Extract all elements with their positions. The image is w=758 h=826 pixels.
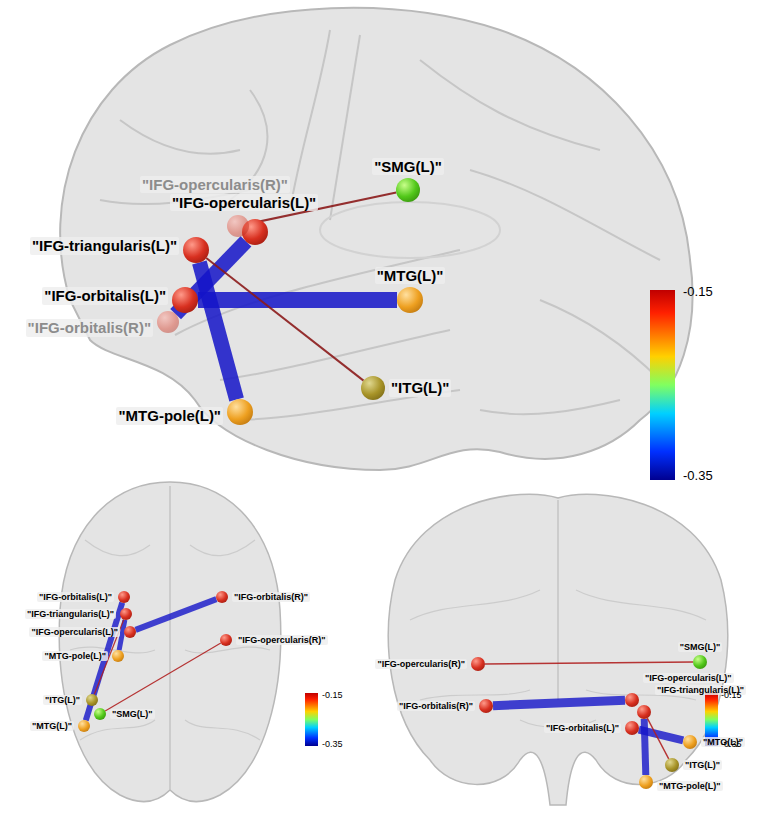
region-sphere: "IFG-opercularis(L)" [625,693,639,707]
connectivity-edge [206,258,363,381]
region-label: "IFG-opercularis(R)" [236,635,328,645]
region-sphere: "MTG(L)" [78,720,90,732]
coronal-brain [388,494,727,805]
colorbar [650,290,675,480]
colorbar-tick: -0.15 [683,285,713,300]
region-sphere: "IFG-triangularis(L)" [120,608,132,620]
region-label: "IFG-opercularis(L)" [643,673,734,683]
colorbar [305,693,318,746]
region-label: "IFG-orbitalis(R)" [26,319,153,336]
region-label: "IFG-triangularis(L)" [25,609,116,619]
connectivity-edge [105,643,221,711]
region-sphere: "ITG(L)" [665,758,679,772]
connectivity-edge [485,662,693,664]
region-sphere: "SMG(L)" [693,655,707,669]
region-sphere: "MTG-pole(L)" [227,399,253,425]
colorbar-tick: -0.15 [721,690,742,700]
colorbar-tick: -0.35 [683,469,713,484]
region-sphere: "IFG-orbitalis(R)" [216,591,228,603]
region-label: "IFG-orbitalis(L)" [544,723,621,733]
region-sphere: "SMG(L)" [396,178,420,202]
region-sphere: "IFG-opercularis(R)" [471,657,485,671]
region-sphere: "IFG-triangularis(L)" [637,705,651,719]
region-sphere: "MTG(L)" [397,287,423,313]
connectivity-edge [647,718,668,759]
region-label: "IFG-opercularis(R)" [140,176,290,193]
colorbar-tick: -0.35 [721,739,742,749]
region-sphere: "MTG-pole(L)" [112,650,124,662]
connectivity-edge [199,263,236,400]
region-label: "IFG-orbitalis(R)" [232,592,310,602]
region-sphere: "IFG-orbitalis(R)" [479,699,493,713]
region-label: "SMG(L)" [372,158,444,175]
region-sphere: "IFG-opercularis(L)" [124,626,136,638]
region-sphere: "IFG-orbitalis(R)" [157,311,179,333]
region-label: "MTG(L)" [30,721,74,731]
region-label: "IFG-orbitalis(L)" [37,592,114,602]
region-label: "IFG-opercularis(L)" [29,627,120,637]
region-label: "SMG(L)" [678,642,723,652]
connectivity-edge [644,719,646,775]
region-label: "MTG-pole(L)" [657,781,723,791]
region-label: "ITG(L)" [683,760,722,770]
region-label: "IFG-orbitalis(R)" [397,701,475,711]
region-sphere: "IFG-orbitalis(L)" [625,721,639,735]
region-label: "ITG(L)" [389,379,451,396]
region-sphere: "IFG-orbitalis(L)" [118,591,130,603]
colorbar-tick: -0.35 [322,739,343,749]
connectivity-edge [136,599,217,630]
region-sphere: "SMG(L)" [94,708,106,720]
region-label: "MTG-pole(L)" [42,651,108,661]
region-label: "MTG(L)" [375,267,446,284]
region-label: "MTG-pole(L)" [116,407,223,424]
region-label: "IFG-opercularis(R)" [375,659,467,669]
region-sphere: "MTG-pole(L)" [639,775,653,789]
region-sphere: "IFG-opercularis(R)" [220,634,232,646]
region-label: "SMG(L)" [110,709,155,719]
connectivity-edge [493,700,625,705]
region-sphere: "ITG(L)" [361,376,385,400]
region-sphere: "IFG-opercularis(R)" [227,215,249,237]
connectivity-edge [198,292,397,308]
region-label: "IFG-opercularis(L)" [170,194,318,211]
region-sphere: "MTG(L)" [683,735,697,749]
region-sphere: "IFG-triangularis(L)" [183,237,209,263]
colorbar-tick: -0.15 [322,690,343,700]
region-label: "IFG-triangularis(L)" [30,237,179,254]
region-sphere: "IFG-orbitalis(L)" [172,287,198,313]
region-label: "ITG(L)" [43,695,82,705]
region-sphere: "ITG(L)" [86,694,98,706]
region-label: "IFG-orbitalis(L)" [42,287,168,304]
